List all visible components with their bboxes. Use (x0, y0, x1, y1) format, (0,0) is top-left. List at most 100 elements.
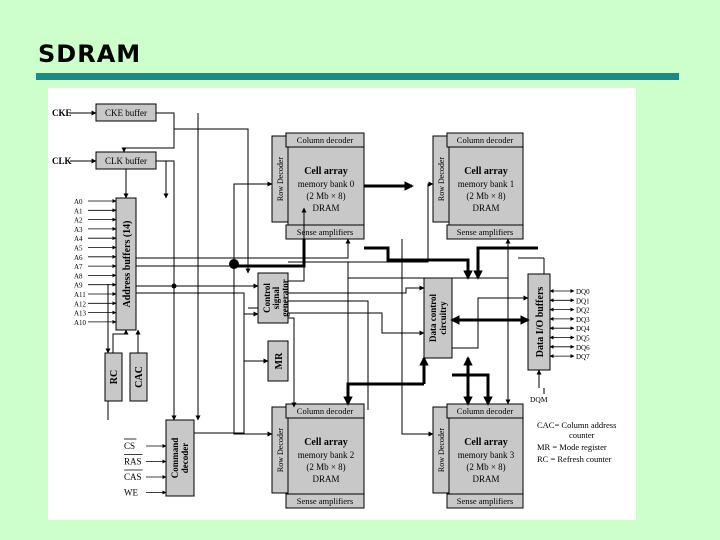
clk-buffer-block: CLK buffer (95, 151, 157, 170)
mode-register-block: MR (267, 340, 289, 382)
svg-text:signal: signal (271, 286, 281, 309)
svg-text:MR: MR (274, 352, 285, 369)
address-label: A0 (74, 198, 83, 206)
address-label: A5 (74, 245, 83, 253)
svg-text:CAC= Column address: CAC= Column address (537, 420, 616, 430)
svg-text:Column decoder: Column decoder (457, 406, 514, 416)
address-label: A1 (74, 207, 83, 215)
thin-signal-wires (70, 110, 545, 437)
svg-text:Cell array: Cell array (464, 437, 508, 448)
data-control-circuitry-block: Data control circuitry (423, 277, 453, 359)
address-label: A3 (74, 226, 83, 234)
command-input-label: WE (124, 488, 138, 498)
svg-text:circuitry: circuitry (438, 301, 448, 335)
svg-text:memory bank 2: memory bank 2 (298, 450, 355, 460)
legend: CAC= Column address counter MR = Mode re… (537, 420, 616, 464)
svg-text:(2 Mb × 8): (2 Mb × 8) (306, 191, 345, 201)
sdram-block-diagram: CKE buffer CLK buffer Address buffers (1… (48, 88, 636, 520)
command-input-label: RAS (124, 457, 142, 467)
column-address-counter-block: CAC (129, 352, 148, 402)
svg-text:RC = Refresh counter: RC = Refresh counter (537, 454, 612, 464)
command-decoder-block: Command decoder (165, 419, 195, 497)
svg-text:Column decoder: Column decoder (297, 406, 354, 416)
svg-text:DRAM: DRAM (472, 203, 499, 213)
svg-text:Sense amplifiers: Sense amplifiers (457, 496, 513, 506)
svg-text:Control: Control (262, 283, 272, 313)
address-label: A13 (74, 310, 87, 318)
bus-junction-dot (229, 259, 239, 269)
svg-text:Sense amplifiers: Sense amplifiers (297, 227, 353, 237)
svg-text:decoder: decoder (180, 443, 190, 474)
svg-text:Cell array: Cell array (464, 166, 508, 177)
dq-label: DQ6 (576, 344, 590, 352)
dqm-label: DQM (530, 395, 548, 404)
svg-text:memory bank 0: memory bank 0 (298, 179, 355, 189)
dq-label: DQ1 (576, 297, 590, 305)
svg-text:(2 Mb × 8): (2 Mb × 8) (306, 462, 345, 472)
dq-label: DQ5 (576, 335, 590, 343)
svg-text:Command: Command (170, 438, 180, 479)
svg-text:memory bank 1: memory bank 1 (458, 179, 515, 189)
svg-text:RC: RC (109, 370, 120, 384)
svg-text:CLK buffer: CLK buffer (105, 156, 147, 166)
address-label: A12 (74, 300, 87, 308)
address-label: A2 (74, 217, 83, 225)
address-label: A11 (74, 291, 86, 299)
dq-label: DQ0 (576, 288, 590, 296)
svg-text:CAC: CAC (134, 366, 145, 388)
svg-text:Column decoder: Column decoder (457, 135, 514, 145)
cke-buffer-block: CKE buffer (95, 103, 157, 122)
cke-input-label: CKE (52, 108, 72, 118)
svg-text:memory bank 3: memory bank 3 (458, 450, 515, 460)
svg-text:Cell array: Cell array (304, 437, 348, 448)
data-buses (232, 181, 538, 406)
dq-label: DQ7 (576, 353, 590, 361)
svg-text:generator: generator (280, 279, 290, 316)
wire-junction-dot (171, 283, 177, 289)
svg-text:(2 Mb × 8): (2 Mb × 8) (466, 462, 505, 472)
svg-text:DRAM: DRAM (312, 203, 339, 213)
address-label: A10 (74, 319, 87, 327)
svg-text:CKE buffer: CKE buffer (105, 108, 147, 118)
svg-text:Data I/O buffers: Data I/O buffers (535, 287, 546, 358)
clk-input-label: CLK (52, 156, 72, 166)
address-label: A7 (74, 263, 83, 271)
data-io-buffers-block: Data I/O buffers (527, 273, 551, 371)
dq-label: DQ3 (576, 316, 590, 324)
address-label: A6 (74, 254, 83, 262)
memory-bank-0: Row Decoder Column decoder Cell array me… (271, 132, 365, 240)
refresh-counter-block: RC (104, 352, 123, 402)
address-label: A4 (74, 235, 83, 243)
svg-text:DRAM: DRAM (472, 474, 499, 484)
svg-text:counter: counter (569, 430, 595, 440)
command-input-label: CS (124, 441, 135, 451)
command-input-label: CAS (124, 472, 142, 482)
svg-text:(2 Mb × 8): (2 Mb × 8) (466, 191, 505, 201)
command-input-lines: CS RAS CAS WE (124, 438, 167, 498)
svg-text:Data control: Data control (428, 293, 438, 342)
svg-text:MR = Mode register: MR = Mode register (537, 442, 607, 452)
memory-bank-1: Row Decoder Column decoder Cell array me… (432, 132, 524, 240)
slide-title: SDRAM (38, 40, 142, 68)
dq-label: DQ2 (576, 307, 590, 315)
address-label: A8 (74, 272, 83, 280)
svg-text:Row Decoder: Row Decoder (437, 157, 446, 202)
svg-text:Sense amplifiers: Sense amplifiers (297, 496, 353, 506)
address-buffers-block: Address buffers (14) (115, 197, 137, 331)
svg-text:Cell array: Cell array (304, 166, 348, 177)
svg-text:Sense amplifiers: Sense amplifiers (457, 227, 513, 237)
memory-bank-2: Row Decoder Column decoder Cell array me… (271, 403, 365, 509)
svg-text:Row Decoder: Row Decoder (276, 428, 285, 473)
dq-label: DQ4 (576, 325, 590, 333)
memory-bank-3: Row Decoder Column decoder Cell array me… (432, 403, 524, 509)
title-underline (36, 73, 679, 80)
svg-text:Column decoder: Column decoder (297, 135, 354, 145)
address-label: A9 (74, 282, 83, 290)
svg-text:Address buffers (14): Address buffers (14) (122, 220, 133, 307)
svg-text:Row Decoder: Row Decoder (437, 428, 446, 473)
control-signal-generator-block: Control signal generator (257, 272, 290, 324)
svg-text:DRAM: DRAM (312, 474, 339, 484)
svg-text:Row Decoder: Row Decoder (276, 157, 285, 202)
